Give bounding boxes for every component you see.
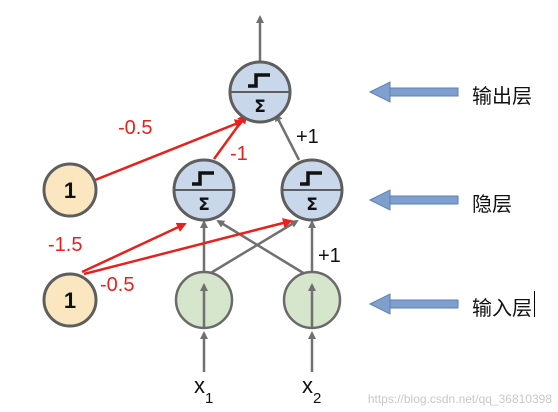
- weight-hidden1-to-output: -1: [230, 143, 248, 165]
- arrow-left-icon: [368, 189, 459, 211]
- edge-x2-to-hidden1: [216, 219, 306, 276]
- watermark: https://blog.csdn.net/qq_36810398: [367, 392, 552, 406]
- input-neuron-2: [282, 270, 342, 330]
- red-connections: [81, 113, 293, 276]
- weight-bias-to-hidden1: -1.5: [48, 234, 82, 256]
- edge-bias-to-hidden2: [83, 218, 293, 276]
- hidden1-sum-symbol: Σ: [198, 195, 210, 215]
- step-function-icon: [248, 73, 270, 88]
- bias-label-top: 1: [64, 178, 76, 203]
- input-layer-label: 输入层: [472, 296, 532, 320]
- bias-neuron-input-layer: 1: [42, 272, 98, 328]
- arrow-left-icon: [368, 293, 459, 315]
- weight-input-to-hidden2: +1: [318, 245, 341, 267]
- weight-labels: -0.5 -1 +1 -1.5 -0.5 +1: [48, 117, 341, 296]
- layer-pointer-arrows: [368, 81, 459, 315]
- text-cursor: [534, 291, 535, 317]
- hidden2-sum-symbol: Σ: [306, 195, 318, 215]
- input-neuron-1: [174, 270, 234, 330]
- step-function-icon: [300, 171, 322, 186]
- input-label-x1: x1: [194, 373, 213, 407]
- input-label-x2: x2: [302, 373, 321, 407]
- output-neuron: Σ: [228, 60, 292, 124]
- hidden-neuron-1: Σ: [172, 158, 236, 222]
- weight-hidden2-to-output: +1: [296, 126, 319, 148]
- gray-connections: [200, 15, 316, 372]
- edge-hidden1-to-output: [212, 113, 248, 160]
- edge-x1-to-hidden2: [208, 219, 299, 276]
- output-layer-label: 输出层: [472, 84, 532, 108]
- hidden-layer-label: 隐层: [472, 192, 512, 216]
- hidden-neuron-2: Σ: [280, 158, 344, 222]
- bias-neuron-hidden-layer: 1: [42, 162, 98, 218]
- weight-bias-to-hidden2: -0.5: [100, 274, 134, 296]
- weight-bias-to-output: -0.5: [118, 117, 152, 139]
- bias-label-bottom: 1: [64, 288, 76, 313]
- edge-bias-to-output: [94, 119, 245, 182]
- step-function-icon: [192, 171, 214, 186]
- edge-bias-to-hidden1: [81, 222, 187, 274]
- arrow-left-icon: [368, 81, 459, 103]
- output-sum-symbol: Σ: [254, 97, 266, 117]
- edge-hidden2-to-output: [274, 113, 301, 161]
